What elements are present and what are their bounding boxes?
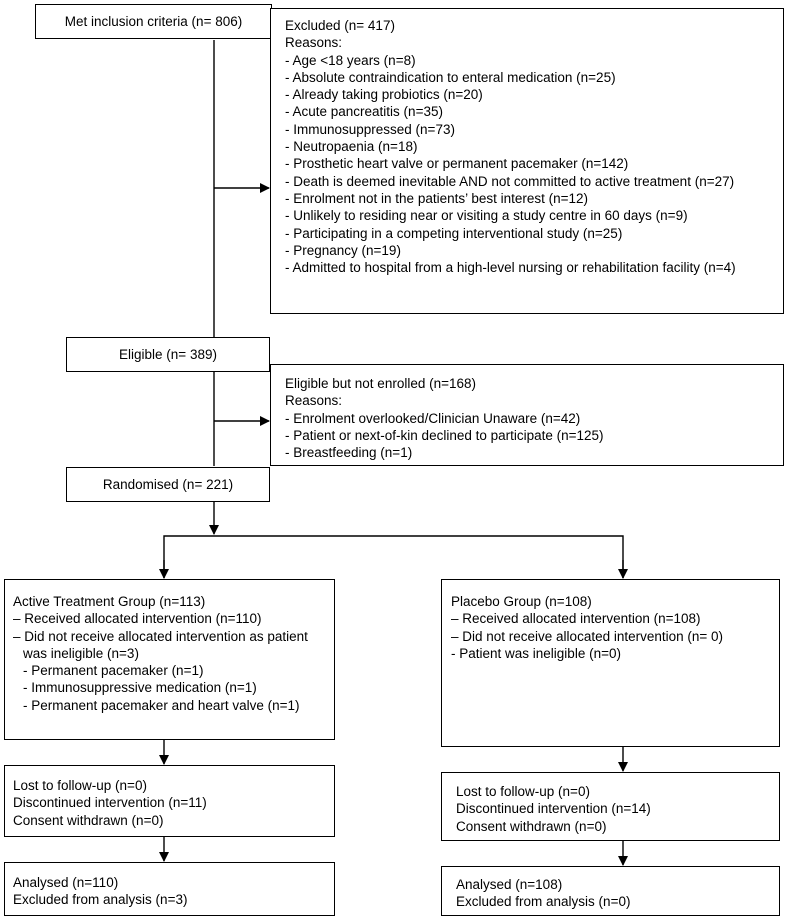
active-excluded-from-analysis: Excluded from analysis (n=3) <box>13 892 188 908</box>
met-inclusion-label: Met inclusion criteria (n= 806) <box>64 13 243 29</box>
eligible-label: Eligible (n= 389) <box>119 346 217 362</box>
placebo-followup-box: Lost to follow-up (n=0) Discontinued int… <box>441 772 780 841</box>
excluded-reason: - Enrolment not in the patients’ best in… <box>285 190 589 206</box>
active-group-subitem: - Permanent pacemaker and heart valve (n… <box>23 697 300 713</box>
eligible-box: Eligible (n= 389) <box>66 337 270 372</box>
excluded-reason: - Age <18 years (n=8) <box>285 52 416 68</box>
randomised-label: Randomised (n= 221) <box>102 476 234 492</box>
not-enrolled-reason: - Patient or next-of-kin declined to par… <box>285 427 604 443</box>
active-group-item: was ineligible (n=3) <box>23 645 139 661</box>
excluded-box: Excluded (n= 417) Reasons: - Age <18 yea… <box>270 8 784 314</box>
placebo-consent-withdrawn: Consent withdrawn (n=0) <box>456 818 607 834</box>
placebo-group-item: – Received allocated intervention (n=108… <box>451 611 701 627</box>
placebo-lost-to-followup: Lost to follow-up (n=0) <box>456 784 590 799</box>
placebo-analysed-box: Analysed (n=108) Excluded from analysis … <box>441 866 780 916</box>
active-group-item: – Received allocated intervention (n=110… <box>13 611 262 627</box>
placebo-discontinued: Discontinued intervention (n=14) <box>456 801 651 817</box>
active-analysed-box: Analysed (n=110) Excluded from analysis … <box>4 862 335 916</box>
excluded-reason: - Neutropaenia (n=18) <box>285 139 418 155</box>
active-group-box: Active Treatment Group (n=113) – Receive… <box>4 579 335 740</box>
randomised-box: Randomised (n= 221) <box>66 467 270 502</box>
active-group-item: – Did not receive allocated intervention… <box>13 628 308 644</box>
not-enrolled-reason: - Breastfeeding (n=1) <box>285 445 413 461</box>
excluded-reason: - Participating in a competing intervent… <box>285 225 623 241</box>
placebo-group-title: Placebo Group (n=108) <box>451 594 592 609</box>
active-group-title: Active Treatment Group (n=113) <box>13 594 206 609</box>
placebo-analysed: Analysed (n=108) <box>456 877 563 892</box>
excluded-title: Excluded (n= 417) <box>285 18 395 33</box>
excluded-reason: - Prosthetic heart valve or permanent pa… <box>285 156 629 172</box>
excluded-reason: - Pregnancy (n=19) <box>285 242 401 258</box>
active-consent-withdrawn: Consent withdrawn (n=0) <box>13 812 164 828</box>
excluded-reason: - Already taking probiotics (n=20) <box>285 87 483 103</box>
not-enrolled-reason: - Enrolment overlooked/Clinician Unaware… <box>285 410 581 426</box>
excluded-reason: - Admitted to hospital from a high-level… <box>285 260 736 276</box>
excluded-reason: - Absolute contraindication to enteral m… <box>285 69 616 85</box>
not-enrolled-title: Eligible but not enrolled (n=168) <box>285 376 477 391</box>
placebo-group-item: - Patient was ineligible (n=0) <box>451 645 621 661</box>
active-group-subitem: - Immunosuppressive medication (n=1) <box>23 680 257 696</box>
excluded-reason: - Death is deemed inevitable AND not com… <box>285 173 735 189</box>
excluded-reasons-label: Reasons: <box>285 35 343 51</box>
active-followup-box: Lost to follow-up (n=0) Discontinued int… <box>4 765 335 837</box>
branch-line <box>163 535 624 578</box>
not-enrolled-reasons-label: Reasons: <box>285 393 343 409</box>
excluded-reason: - Unlikely to residing near or visiting … <box>285 208 688 224</box>
active-discontinued: Discontinued intervention (n=11) <box>13 795 207 811</box>
excluded-reason: - Immunosuppressed (n=73) <box>285 121 455 137</box>
not-enrolled-box: Eligible but not enrolled (n=168) Reason… <box>270 364 784 466</box>
placebo-group-item: – Did not receive allocated intervention… <box>451 628 724 644</box>
active-lost-to-followup: Lost to follow-up (n=0) <box>13 778 147 793</box>
placebo-group-box: Placebo Group (n=108) – Received allocat… <box>441 579 780 747</box>
met-inclusion-box: Met inclusion criteria (n= 806) <box>35 4 272 39</box>
active-group-subitem: - Permanent pacemaker (n=1) <box>23 663 204 679</box>
placebo-excluded-from-analysis: Excluded from analysis (n=0) <box>456 894 631 910</box>
excluded-reason: - Acute pancreatitis (n=35) <box>285 104 443 120</box>
active-analysed: Analysed (n=110) <box>13 875 119 890</box>
